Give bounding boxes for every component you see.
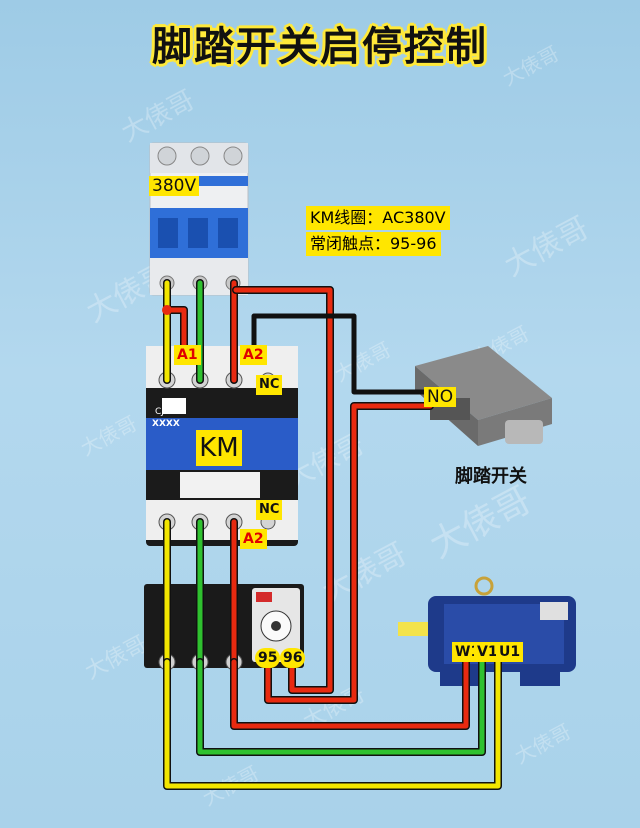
coil-spec-note: KM线圈：AC380V 常闭触点：95-96 — [306, 206, 450, 258]
terminal-96-label: 96 — [280, 648, 306, 668]
nc-top-label: NC — [256, 375, 283, 395]
motor-terminal-v1: V1 — [474, 642, 501, 662]
terminal-a1-label: A1 — [174, 345, 201, 365]
terminal-a2-bottom-label: A2 — [240, 529, 267, 549]
contactor-model: CJX2 — [155, 407, 176, 417]
wire-control-black — [251, 313, 433, 395]
thermal-relay — [144, 584, 304, 671]
coil-voltage-text: KM线圈：AC380V — [306, 206, 450, 230]
terminal-a2-top-label: A2 — [240, 345, 267, 365]
terminal-95-label: 95 — [255, 648, 281, 668]
motor-terminal-u1: U1 — [496, 642, 524, 662]
pedal-no-label: NO — [424, 387, 457, 407]
page-title: 脚踏开关启停控制 — [152, 24, 488, 70]
breaker-voltage-label: 380V — [149, 176, 200, 196]
pedal-switch-label: 脚踏开关 — [455, 466, 527, 487]
nc-contact-text: 常闭触点：95-96 — [306, 232, 441, 256]
motor — [398, 576, 576, 686]
nc-bottom-label: NC — [256, 500, 283, 520]
contactor-sub: XXXX — [152, 419, 180, 429]
circuit-breaker — [149, 142, 249, 296]
contactor-km-label: KM — [196, 430, 242, 466]
